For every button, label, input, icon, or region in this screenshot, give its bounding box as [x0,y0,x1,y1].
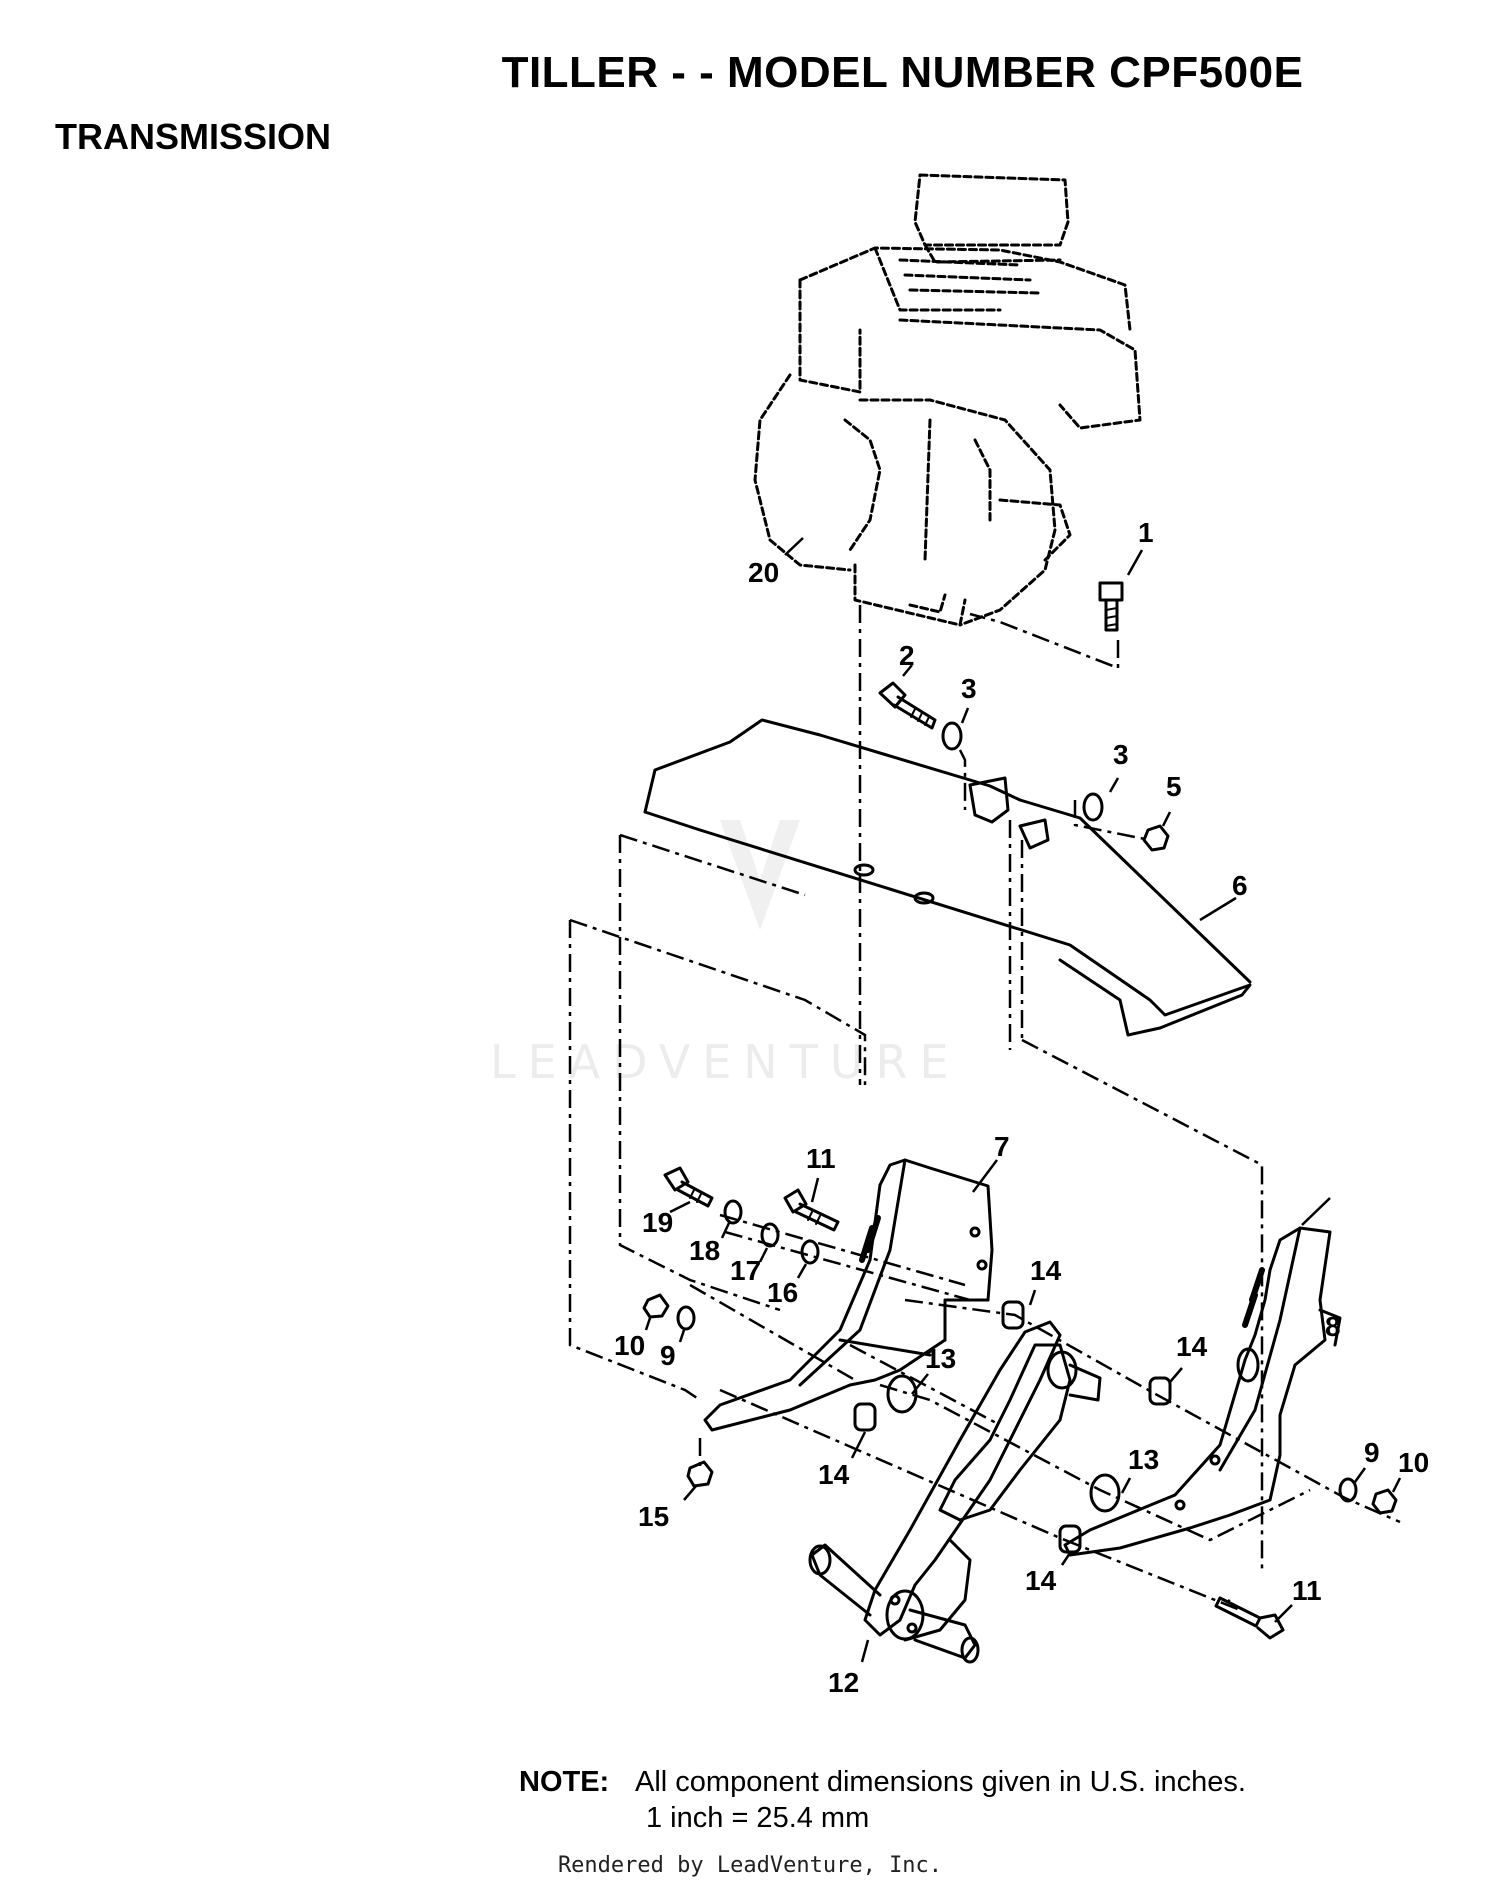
note-line-2: 1 inch = 25.4 mm [646,1802,870,1834]
callout-2: 2 [899,640,915,671]
callout-12: 12 [828,1667,859,1698]
callout-14-d: 14 [1025,1565,1057,1596]
note-line-1: All component dimensions given in U.S. i… [635,1766,1246,1798]
phantom-lines [568,605,1401,1612]
callout-7: 7 [994,1131,1010,1162]
leader-lines [644,537,1402,1663]
callout-15: 15 [638,1501,669,1532]
transmission-housing [808,1320,1102,1664]
note-label: NOTE: [519,1766,610,1798]
callout-labels: 1 20 2 3 3 5 6 7 11 19 18 17 16 14 8 14 … [614,517,1429,1698]
watermark-text: LEADVENTURE [490,1035,961,1089]
callout-9-left: 9 [660,1340,676,1371]
watermark: LEADVENTURE [490,820,961,1089]
fasteners [642,581,1398,1640]
callout-5: 5 [1166,771,1182,802]
callout-1: 1 [1138,517,1154,548]
section-heading: TRANSMISSION [55,116,332,157]
units-note: NOTE: All component dimensions given in U… [519,1764,1246,1836]
callout-9-right: 9 [1364,1437,1380,1468]
callout-14-c: 14 [818,1459,850,1490]
right-bracket [1063,1226,1342,1557]
callout-17: 17 [730,1255,761,1286]
engine-outline [753,173,1142,627]
callout-16: 16 [767,1277,798,1308]
callout-19: 19 [642,1207,673,1238]
callout-13-a: 13 [925,1343,956,1374]
callout-10-left: 10 [614,1330,645,1361]
callout-3-right: 3 [1113,739,1129,770]
callout-11-top: 11 [806,1143,836,1174]
footer-credit: Rendered by LeadVenture, Inc. [557,1853,943,1878]
callout-11-bottom: 11 [1292,1575,1322,1606]
callout-10-right: 10 [1398,1447,1429,1478]
callout-14-b: 14 [1176,1331,1208,1362]
page-title: TILLER - - MODEL NUMBER CPF500E [501,48,1304,97]
callout-8: 8 [1325,1311,1341,1342]
callout-20: 20 [748,557,779,588]
left-bracket [703,1158,994,1432]
callout-13-b: 13 [1128,1444,1159,1475]
callout-3: 3 [961,673,977,704]
callout-14-a: 14 [1030,1255,1062,1286]
callout-6: 6 [1232,870,1248,901]
callout-18: 18 [689,1235,720,1266]
tine-shield [643,718,1252,1037]
